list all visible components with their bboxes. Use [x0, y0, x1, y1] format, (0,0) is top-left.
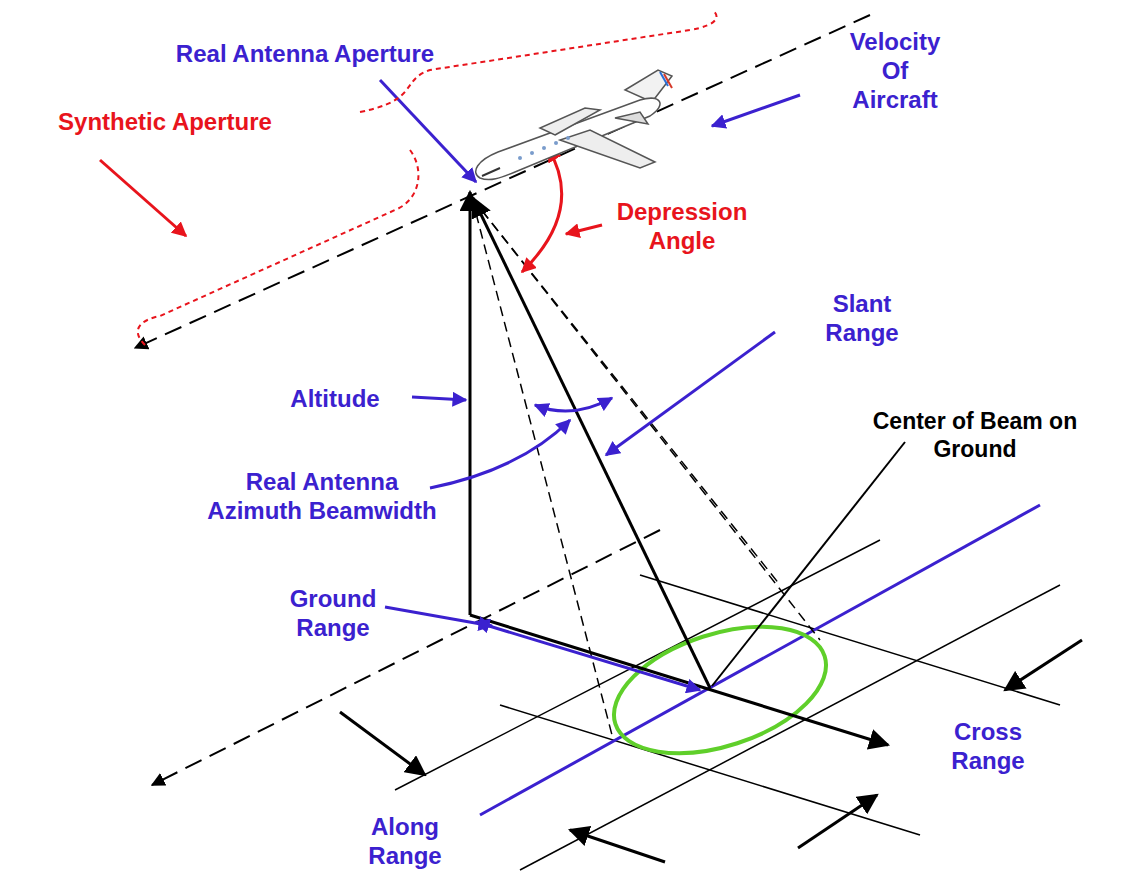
- callout-label: Ground Range: [281, 585, 385, 643]
- callout-label: Synthetic Aperture: [5, 108, 325, 137]
- callout-label: Altitude: [270, 385, 400, 414]
- aircraft: [476, 70, 672, 180]
- callout-label: Slant Range: [816, 290, 908, 348]
- callout-label: Real Antenna Azimuth Beamwidth: [197, 468, 447, 526]
- callout-label: Center of Beam on Ground: [855, 408, 1095, 463]
- callout-label: Depression Angle: [605, 198, 760, 256]
- callout-label: Cross Range: [941, 718, 1036, 776]
- callout-label: Velocity Of Aircraft: [839, 28, 951, 114]
- callout-label: Along Range: [358, 813, 453, 871]
- callout-label: Real Antenna Aperture: [145, 40, 465, 69]
